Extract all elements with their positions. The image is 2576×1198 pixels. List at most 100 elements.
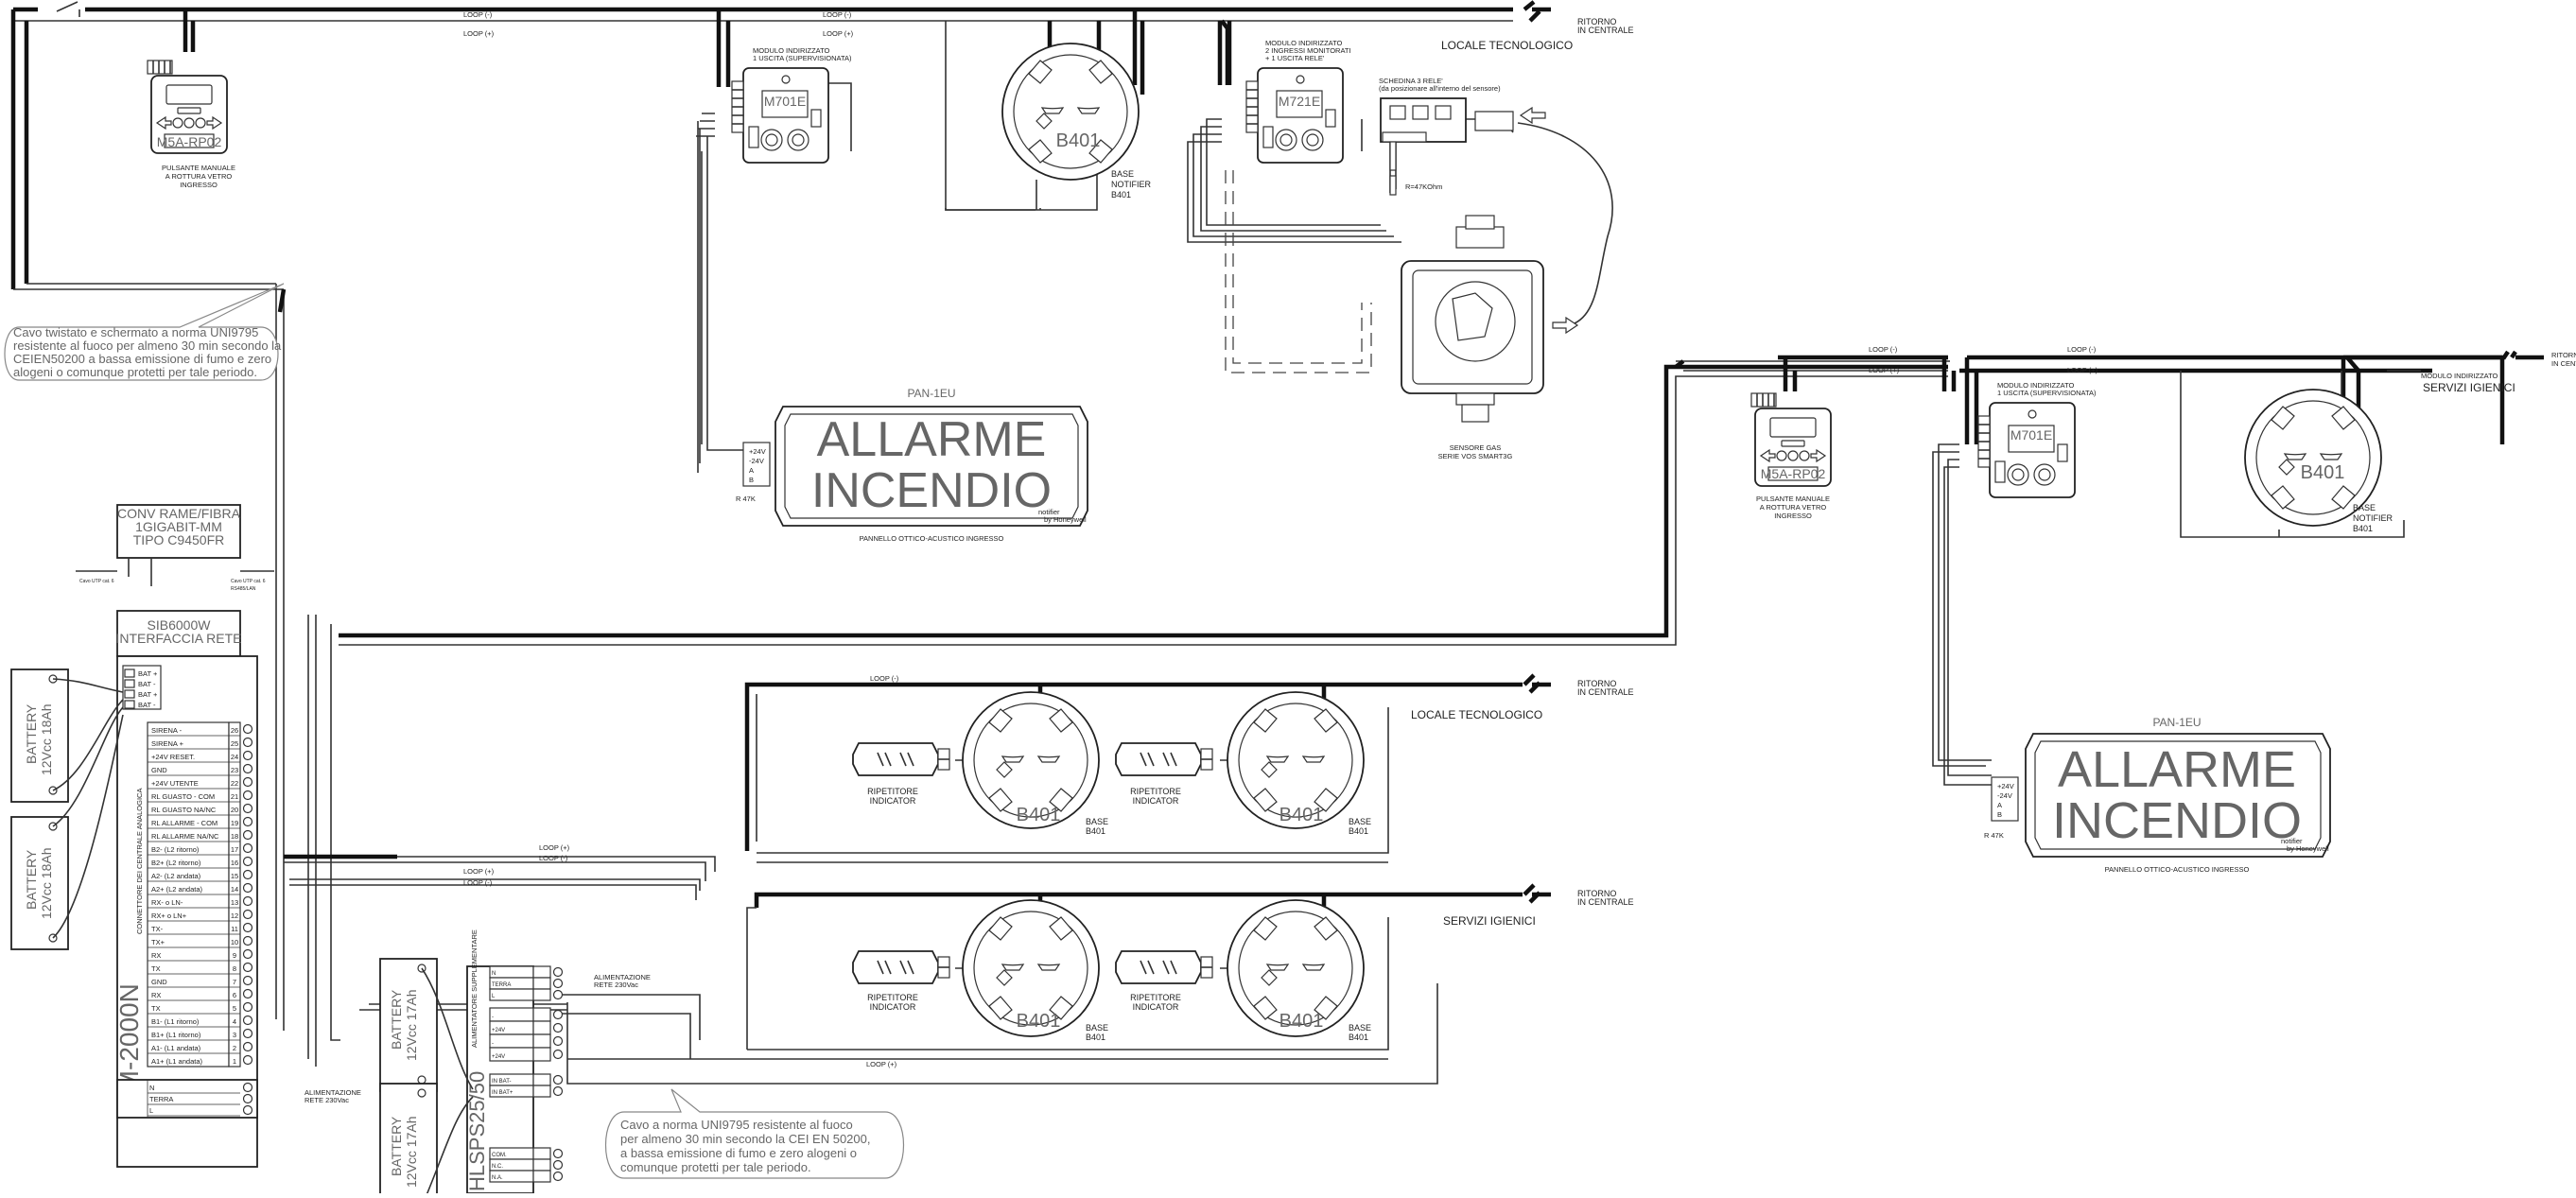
conv-1: 1GIGABIT-MM — [135, 519, 222, 534]
panel-row-num-11: 15 — [231, 872, 238, 880]
panel-screw-5 — [242, 790, 253, 801]
panel-row-label-17: RX — [151, 951, 161, 960]
psu-num-psu_rows_top-1 — [532, 977, 551, 990]
psu-num-psu_rows_relay-2 — [532, 1170, 551, 1183]
panel-screw-2 — [242, 750, 253, 761]
repeater-1 — [852, 742, 950, 776]
mcp-1-cap-0: PULSANTE MANUALE — [162, 164, 235, 172]
loop-minus-right-2: LOOP (-) — [2067, 345, 2097, 354]
note-bottom-0: Cavo a norma UNI9795 resistente al fuoco — [620, 1118, 853, 1132]
panel-row-num-15: 11 — [231, 925, 238, 933]
panel-row-num-12: 14 — [231, 885, 238, 894]
panel-row-label-9: B2- (L2 ritorno) — [151, 845, 200, 854]
panel-row-label-6: RL GUASTO NA/NC — [151, 806, 217, 814]
panel-row-num-5: 21 — [231, 792, 238, 801]
rep-4-cap-0: RIPETITORE — [1130, 993, 1181, 1002]
loop-plus-lower-2: LOOP (+) — [866, 1060, 897, 1068]
panel-row-label-4: +24V UTENTE — [151, 779, 199, 788]
panel-1-t1: -24V — [749, 457, 764, 465]
loop-minus-label-1: LOOP (-) — [463, 10, 493, 19]
panel-screw-6 — [242, 803, 253, 814]
m701e-3-cap-0: MODULO INDIRIZZATO — [2421, 372, 2498, 380]
mains-cap-0: ALIMENTAZIONE — [305, 1088, 361, 1097]
loop-plus-main-2: LOOP (+) — [463, 867, 495, 876]
panel-row-num-0: 26 — [231, 726, 238, 735]
wiring — [10, 0, 2544, 1085]
psu-label-psu_rows_top-0: N — [492, 971, 496, 977]
panel-screw-16 — [242, 935, 253, 946]
bat-term-label-1: BAT - — [138, 680, 156, 688]
conv-box — [116, 504, 241, 559]
conv-side-0: Cavo UTP cat. 6 — [231, 579, 266, 584]
psu-label-psu_rows_mid-1: +24V — [492, 1028, 505, 1033]
panel-screw-12 — [242, 882, 253, 894]
sib-box — [116, 610, 241, 657]
m701e-1-cap-0: MODULO INDIRIZZATO — [753, 46, 830, 55]
psu-screw-psu_rows_mid-2 — [552, 1035, 564, 1047]
panel-1-brand: notifier — [1038, 508, 1060, 516]
bat-term-label-2: BAT + — [138, 690, 158, 699]
panel-row-label-20: RX — [151, 991, 161, 999]
repeater-3 — [852, 950, 950, 984]
base-1-model: B401 — [1056, 130, 1101, 151]
mcp-2-cap-0: PULSANTE MANUALE — [1756, 495, 1830, 503]
m701e-2-cap-1: 1 USCITA (SUPERVISIONATA) — [1997, 389, 2097, 397]
panel-2-res: R 47K — [1984, 831, 2004, 840]
panel-screw-17 — [242, 948, 253, 960]
panel-row-label-0: SIRENA - — [151, 726, 183, 735]
panel-screw-13 — [242, 895, 253, 907]
panel-row-label-13: RX- o LN- — [151, 898, 183, 907]
panel-row-num-3: 23 — [231, 766, 238, 774]
panel-1-t3: B — [749, 476, 754, 484]
base-lower-1-model: B401 — [1017, 805, 1061, 825]
return-right-0: RITORNO — [2551, 351, 2576, 359]
panel-row-label-23: B1+ (L1 ritorno) — [151, 1031, 201, 1039]
psu-screw-psu_rows_top-0 — [552, 966, 564, 978]
mcp-2-cap-1: A ROTTURA VETRO — [1760, 503, 1827, 512]
psu-screw-psu_rows_relay-2 — [552, 1171, 564, 1182]
psu-screw-psu_rows_relay-0 — [552, 1148, 564, 1159]
module-m701e-1 — [731, 67, 829, 164]
rep-3-cap-1: INDICATOR — [870, 1002, 916, 1012]
panel-screw-18 — [242, 962, 253, 973]
area-wc-right: SERVIZI IGIENICI — [2423, 381, 2515, 394]
psu-label-psu_rows_relay-1: N.C. — [492, 1164, 503, 1170]
psu-label-psu_rows_relay-2: N.A. — [492, 1175, 503, 1181]
panel-row-num-4: 22 — [231, 779, 238, 788]
loop-plus-label-1: LOOP (+) — [463, 29, 495, 38]
psu-num-psu_rows_top-2 — [532, 988, 551, 1001]
devices: M5A-RP02 PULSANTE MANUALE A ROTTURA VETR… — [4, 10, 2576, 1198]
bat-term-box-3 — [124, 700, 135, 709]
panel-row-label-7: RL ALLARME - COM — [151, 819, 218, 827]
psu-num-psu_rows_mid-0 — [532, 1007, 551, 1022]
bat-term-box-2 — [124, 689, 135, 699]
mains-screw-0 — [242, 1082, 253, 1093]
base-right-model: B401 — [2301, 462, 2345, 483]
return-lower-2-1: IN CENTRALE — [1577, 897, 1634, 907]
psu-screw-psu_rows_top-2 — [552, 989, 564, 1000]
psu-screw-psu_rows_top-1 — [552, 978, 564, 989]
psu-num-psu_rows_mid-2 — [532, 1033, 551, 1049]
rep-1-cap-1: INDICATOR — [870, 796, 916, 806]
panel-screw-4 — [242, 776, 253, 788]
base-right-cap-2: B401 — [2353, 524, 2373, 533]
conv-0: CONV RAME/FIBRA — [117, 506, 241, 521]
panel-1-res: R 47K — [736, 495, 756, 503]
bat-main-1-0: BATTERY — [24, 703, 39, 764]
mains-screw-1 — [242, 1093, 253, 1104]
panel-row-num-13: 13 — [231, 898, 238, 907]
base-1-cap-1: NOTIFIER — [1111, 180, 1151, 189]
note-top-2: CEIEN50200 a bassa emissione di fumo e z… — [13, 352, 271, 366]
m721e-cap-1: 2 INGRESSI MONITORATI — [1265, 46, 1351, 55]
bat-term-box-0 — [124, 668, 135, 678]
base-lower-2-model: B401 — [1279, 805, 1324, 825]
panel-row-num-19: 7 — [233, 978, 236, 986]
psu-label-psu_rows_mid-3: +24V — [492, 1054, 505, 1060]
panel-row-num-24: 2 — [233, 1044, 236, 1052]
panel-row-num-25: 1 — [233, 1057, 236, 1066]
panel-vertical-label: CONNETTORE DEI CENTRALE ANALOGICA — [135, 789, 144, 934]
panel-2-line2: INCENDIO — [2052, 792, 2302, 849]
bat-main-1-1: 12Vcc 18Ah — [39, 704, 54, 776]
panel-2-model: PAN-1EU — [2152, 716, 2201, 729]
